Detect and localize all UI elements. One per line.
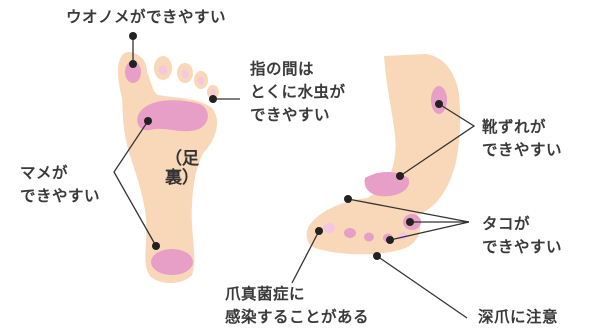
toe-3-spot	[181, 69, 189, 79]
label-corn: ウオノメができやすい	[66, 8, 227, 26]
toe-4-spot	[198, 77, 204, 85]
toe-3-nail	[364, 232, 374, 242]
label-callus: タコが できやすい	[482, 215, 563, 256]
callus-pointer-3	[389, 221, 470, 241]
blister-pointer	[113, 120, 157, 247]
label-blister: マメが できやすい	[20, 164, 101, 205]
label-between-toes: 指の間は とくに水虫が できやすい	[250, 60, 346, 124]
sole-foot	[113, 32, 240, 284]
corn-dot	[129, 32, 137, 40]
side-foot	[291, 54, 476, 319]
callus-dot-2	[406, 218, 414, 226]
side-foot-outline	[362, 54, 461, 223]
label-fungus: 爪真菌症に 感染することがある	[225, 285, 370, 326]
big-toe-corn-spot	[125, 61, 141, 83]
deep-nail-dot	[373, 252, 381, 260]
blister-dot-ball	[144, 117, 152, 125]
toe-5-spot	[210, 89, 216, 95]
heel-spot	[151, 249, 193, 275]
label-deep-nail: 深爪に注意	[478, 308, 559, 326]
ball-spot	[137, 100, 208, 132]
fungus-dot	[315, 227, 323, 235]
corn-dot-foot	[129, 60, 137, 68]
sole-label: （足 裏）	[165, 149, 199, 188]
callus-dot-3	[386, 236, 394, 244]
toe-2-spot	[159, 65, 167, 75]
callus-pointer-1	[347, 198, 470, 223]
shoe-rub-dot-ankle	[435, 100, 443, 108]
between-toes-dot	[209, 95, 217, 103]
label-shoe-rub: 靴ずれが できやすい	[482, 118, 563, 159]
shoe-rub-pointer	[399, 103, 476, 177]
callus-dot-1	[344, 195, 352, 203]
shoe-rub-dot-instep	[396, 172, 404, 180]
fungus-pointer	[291, 230, 320, 284]
blister-dot-heel	[152, 242, 160, 250]
toe-2-nail	[344, 228, 356, 238]
deep-nail-pointer	[376, 255, 468, 319]
toe-1-nail	[323, 223, 335, 233]
